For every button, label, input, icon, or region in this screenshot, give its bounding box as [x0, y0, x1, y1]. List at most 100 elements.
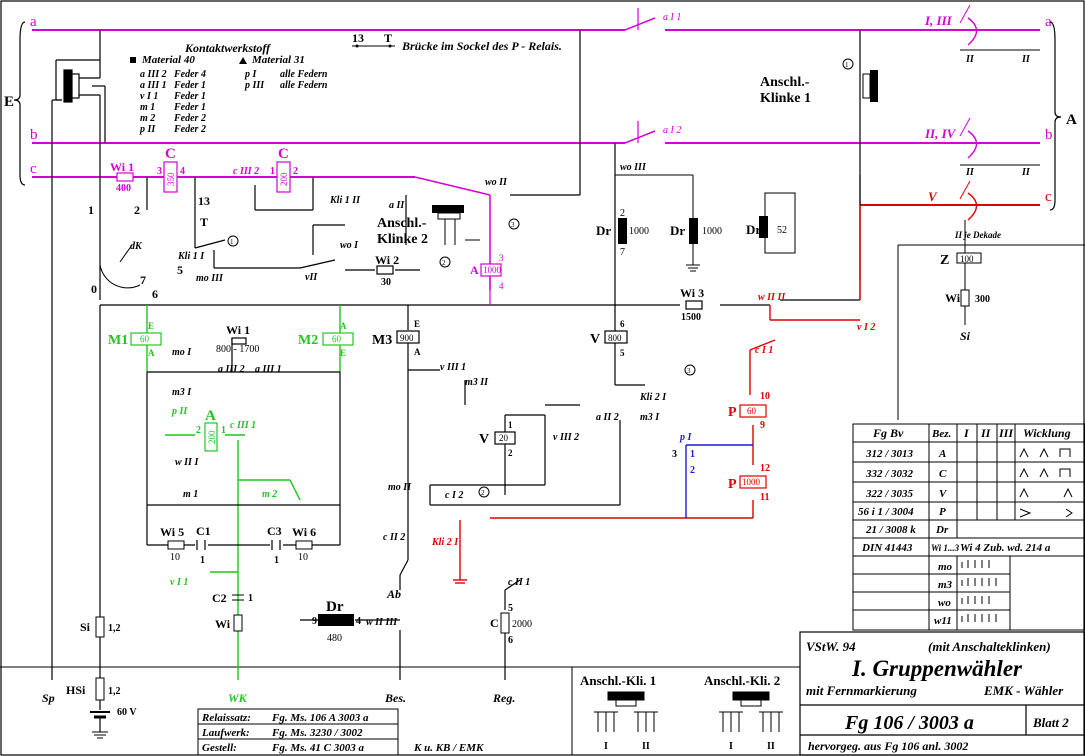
svg-text:30: 30: [381, 277, 391, 288]
svg-text:1: 1: [508, 420, 513, 430]
footer-row-1-label: Laufwerk:: [201, 727, 250, 739]
table-row-3-bez: P: [939, 506, 946, 518]
svg-text:Anschl.-: Anschl.-: [760, 75, 810, 90]
kli2-title: Anschl.-Kli. 2: [704, 673, 780, 688]
svg-text:4: 4: [499, 281, 504, 291]
svg-text:0: 0: [91, 282, 97, 296]
svg-text:E: E: [340, 348, 346, 358]
footer-info: Relaissatz: Fg. Ms. 106 A 3003 a Laufwer…: [197, 708, 484, 756]
svg-text:E: E: [148, 321, 154, 331]
svg-text:c I 1: c I 1: [755, 345, 773, 356]
title-anschalt: (mit Anschalteklinken): [928, 639, 1051, 654]
rail-c: c c: [30, 161, 1052, 290]
footer-row-0-label: Relaissatz:: [201, 712, 251, 724]
left-jack: [55, 30, 106, 300]
svg-text:C1: C1: [196, 524, 211, 538]
svg-text:13: 13: [198, 194, 210, 208]
wi1-resistor: Wi 1 400: [110, 160, 134, 194]
svg-text:1: 1: [845, 61, 849, 69]
wiring-main: [51, 30, 861, 680]
title-subtitle: mit Fernmarkierung: [806, 683, 917, 698]
switch-a12: a I 2: [637, 8, 681, 143]
svg-text:1,2: 1,2: [108, 686, 121, 697]
footer-note: K u. KB / EMK: [413, 742, 484, 754]
svg-text:dK: dK: [130, 241, 143, 252]
footer-row-0-value: Fg. Ms. 106 A 3003 a: [271, 712, 369, 724]
svg-text:a II: a II: [389, 200, 405, 211]
svg-text:10: 10: [760, 391, 770, 402]
svg-text:9: 9: [312, 616, 317, 627]
svg-text:5: 5: [620, 348, 625, 358]
switch-a11: a I 1: [663, 12, 681, 23]
table-row-5-fg: DIN 41443: [861, 542, 913, 554]
legend-col1-contact-3: m 1: [140, 102, 155, 113]
relay-P1000: P 1000 12 11: [728, 463, 770, 503]
rail-a: a a: [30, 14, 1052, 31]
svg-text:60 V: 60 V: [117, 707, 137, 718]
green-labels: p II w II I c III 1 m 1 m 2 v I 1 mo I m…: [170, 347, 282, 588]
table-row-2-fg: 322 / 3035: [865, 488, 914, 500]
capacitor-c2000: C 2000 5 6: [490, 603, 532, 646]
svg-text:Dr: Dr: [670, 223, 685, 238]
svg-text:Dr: Dr: [746, 222, 761, 237]
legend-col2-spring-1: alle Federn: [280, 80, 328, 91]
svg-text:2: 2: [196, 425, 201, 436]
kli1-title: Anschl.-Kli. 1: [580, 673, 656, 688]
mid-left-wires: [146, 337, 341, 550]
position-markers: I, III II, IV V II II II II II je Dekade: [924, 4, 1040, 240]
svg-text:Klinke 2: Klinke 2: [377, 232, 428, 247]
svg-text:10: 10: [170, 552, 180, 563]
capacitors: Wi 5 10 C1 1 C3 1 Wi 6 10 C2 1 Wi 5: [160, 524, 316, 632]
svg-text:350: 350: [166, 172, 176, 186]
relay-M1: M1 60 E A: [108, 321, 162, 358]
svg-text:2: 2: [134, 203, 140, 217]
legend-col2-contact-0: p I: [244, 69, 258, 80]
svg-text:480: 480: [327, 633, 342, 644]
svg-text:Dr: Dr: [596, 223, 611, 238]
svg-text:P: P: [728, 477, 737, 492]
svg-text:E: E: [414, 319, 420, 329]
svg-text:M1: M1: [108, 333, 128, 348]
svg-text:5: 5: [177, 263, 183, 277]
svg-text:v I 1: v I 1: [170, 577, 188, 588]
dk-selector: [99, 244, 141, 289]
svg-text:1: 1: [88, 203, 94, 217]
rail-a-left-label: a: [30, 14, 37, 30]
svg-text:1: 1: [270, 166, 275, 177]
legend-col1-contact-2: v I 1: [140, 91, 158, 102]
relay-V20: V 20 1 2: [479, 420, 516, 458]
svg-text:HSi: HSi: [66, 683, 86, 697]
bridge-text: Brücke im Sockel des P - Relais.: [401, 39, 562, 53]
legend-col1-contact-0: a III 2: [140, 69, 167, 80]
svg-text:C2: C2: [212, 591, 227, 605]
svg-text:1: 1: [690, 449, 695, 460]
rail-b-left-label: b: [30, 127, 38, 143]
svg-text:Kli 2 I: Kli 2 I: [639, 392, 667, 403]
svg-text:2: 2: [481, 489, 485, 497]
svg-text:wo II: wo II: [485, 177, 508, 188]
svg-text:c I 2: c I 2: [445, 490, 463, 501]
table-row-4-bez: Dr: [935, 524, 949, 536]
rail-c-right-label: c: [1045, 189, 1052, 205]
svg-text:WK: WK: [228, 691, 248, 705]
svg-text:3: 3: [511, 221, 515, 229]
kli1-I: I: [604, 741, 608, 752]
svg-text:II: II: [965, 167, 975, 178]
middle-labels: v III 1 m3 II v III 2 a II 2 m3 I Kli 2 …: [366, 362, 696, 628]
legend-col1-contact-4: m 2: [140, 113, 155, 124]
svg-text:w II I: w II I: [175, 457, 199, 468]
title-block: VStW. 94 (mit Anschalteklinken) I. Grupp…: [799, 631, 1085, 756]
svg-text:P: P: [728, 405, 737, 420]
table-row-1-fg: 332 / 3032: [865, 468, 914, 480]
svg-text:60: 60: [332, 334, 342, 344]
relay-A200: A 200 2 1: [196, 408, 226, 452]
svg-text:mo III: mo III: [196, 273, 224, 284]
A-label: A: [1066, 112, 1077, 128]
svg-text:1: 1: [230, 238, 234, 246]
svg-text:6: 6: [508, 635, 513, 646]
svg-text:1500: 1500: [681, 312, 701, 323]
choke-dr1: Dr 1000 2 7: [596, 208, 649, 258]
svg-text:1000: 1000: [742, 477, 761, 487]
